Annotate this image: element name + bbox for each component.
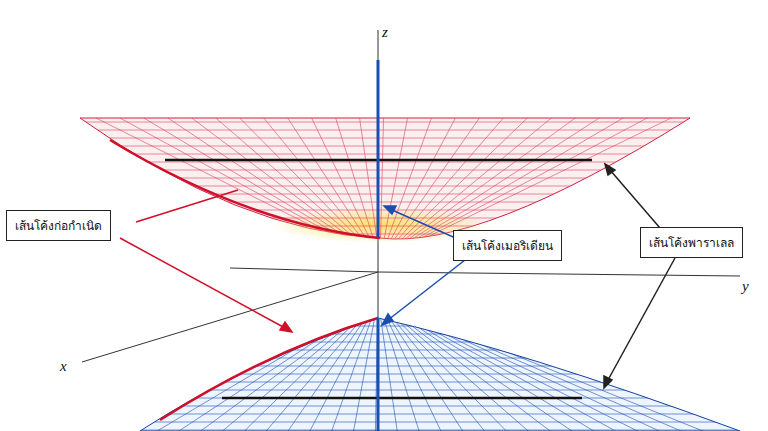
grid-line <box>378 300 400 431</box>
grid-line <box>114 100 380 260</box>
grid-line <box>120 326 760 327</box>
grid-line <box>120 350 760 351</box>
grid-line <box>200 300 378 431</box>
callout-text: เส้นโค้งก่อกำเนิด <box>15 219 102 233</box>
grid-line <box>378 300 475 431</box>
grid-line <box>141 100 380 260</box>
grid-line <box>378 300 500 431</box>
grid-line <box>378 300 575 431</box>
grid-line <box>60 242 710 243</box>
grid-line <box>225 300 378 431</box>
grid-line <box>378 300 725 431</box>
grid-line <box>378 300 625 431</box>
grid-line <box>378 300 600 431</box>
grid-line <box>168 100 380 260</box>
grid-line <box>60 154 710 155</box>
grid-line <box>120 390 760 391</box>
grid-line <box>120 382 760 383</box>
grid-line <box>378 300 700 431</box>
callout-box: เส้นโค้งพาราเลล <box>640 227 743 258</box>
axis-label: z <box>382 24 388 41</box>
grid-line <box>380 100 681 260</box>
callout-text: เส้นโค้งพาราเลล <box>649 236 734 250</box>
grid-line <box>120 422 760 423</box>
grid-line <box>380 100 600 260</box>
callout-box: เส้นโค้งก่อกำเนิด <box>6 210 111 241</box>
grid-line <box>60 202 710 203</box>
grid-line <box>380 100 384 260</box>
grid-line <box>60 186 710 187</box>
grid-line <box>120 366 760 367</box>
grid-line <box>275 300 378 431</box>
grid-line <box>195 100 380 260</box>
axis-label: x <box>60 358 67 375</box>
callout-box: เส้นโค้งเมอริเดียน <box>453 230 562 261</box>
grid-line <box>120 414 760 415</box>
grid-line <box>378 300 525 431</box>
grid-line <box>175 300 378 431</box>
grid-line <box>60 226 710 227</box>
grid-line <box>378 300 750 431</box>
grid-line <box>60 130 710 131</box>
grid-line <box>60 194 710 195</box>
grid-line <box>120 374 760 375</box>
grid-line <box>378 300 450 431</box>
grid-line <box>378 300 425 431</box>
grid-line <box>60 210 710 211</box>
grid-line <box>380 100 654 260</box>
grid-line <box>100 300 378 431</box>
grid-line <box>378 300 650 431</box>
grid-line <box>60 178 710 179</box>
grid-line <box>300 300 378 431</box>
grid-line <box>120 398 760 399</box>
grid-line <box>120 358 760 359</box>
grid-line <box>60 218 710 219</box>
axis-label: y <box>742 278 749 295</box>
grid-line <box>380 100 411 260</box>
grid-line <box>60 162 710 163</box>
grid-line <box>60 122 710 123</box>
grid-line <box>125 300 378 431</box>
grid-line <box>380 100 627 260</box>
grid-line <box>87 100 380 260</box>
grid-line <box>150 300 378 431</box>
callout-text: เส้นโค้งเมอริเดียน <box>462 239 553 253</box>
grid-line <box>378 300 675 431</box>
